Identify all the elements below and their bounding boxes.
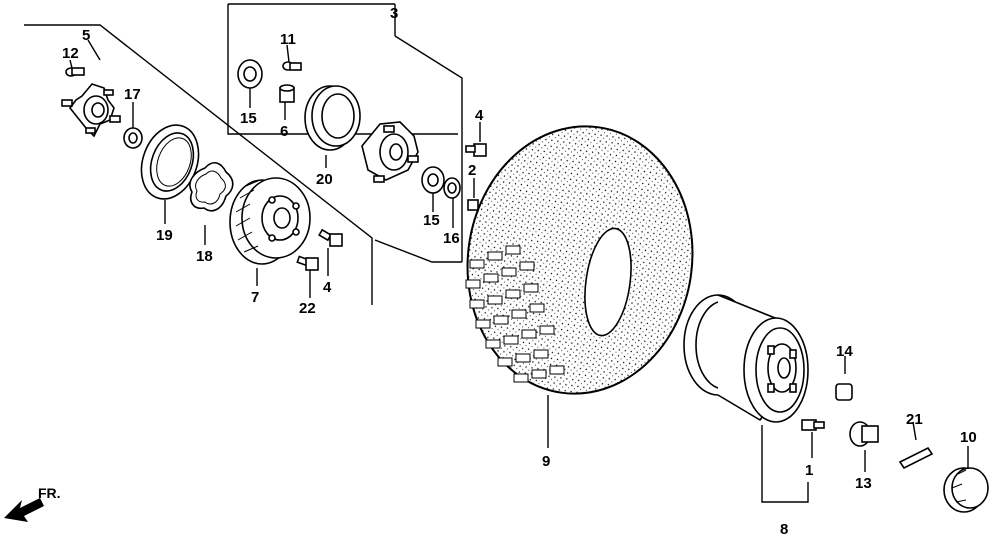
front-direction-arrow: FR. xyxy=(4,485,61,522)
callout-19: 19 xyxy=(156,227,173,244)
front-hub-5 xyxy=(61,83,121,138)
callout-6: 6 xyxy=(280,123,288,140)
callout-4-right: 4 xyxy=(475,107,484,124)
callout-4-left: 4 xyxy=(323,279,332,296)
direction-label: FR. xyxy=(38,485,61,501)
bearing-15-upper xyxy=(237,59,263,89)
spacer-6 xyxy=(279,84,295,103)
callout-14: 14 xyxy=(836,343,853,360)
callout-17: 17 xyxy=(124,86,141,103)
o-ring-18 xyxy=(189,161,234,212)
callout-20: 20 xyxy=(316,171,333,188)
leader-lines xyxy=(24,3,969,503)
callout-1: 1 xyxy=(805,462,813,479)
callout-11: 11 xyxy=(280,31,296,48)
callout-2: 2 xyxy=(468,162,476,179)
callout-13: 13 xyxy=(855,475,872,492)
bolt-4-right xyxy=(465,143,487,157)
cotter-pin-21 xyxy=(898,446,934,470)
callout-22: 22 xyxy=(299,300,316,317)
callout-18: 18 xyxy=(196,248,213,265)
callout-15-upper: 15 xyxy=(240,110,257,127)
wheel-rim-8 xyxy=(683,294,809,423)
brake-drum-7 xyxy=(229,177,311,265)
callout-21: 21 xyxy=(906,411,923,428)
callout-labels: 1 2 3 4 4 5 6 7 8 9 10 11 12 13 14 15 15… xyxy=(62,5,977,538)
bearing-17 xyxy=(123,127,143,149)
seal-19 xyxy=(140,124,200,200)
nut-2 xyxy=(467,199,479,211)
callout-16: 16 xyxy=(443,230,460,247)
callout-5: 5 xyxy=(82,27,90,44)
nut-14 xyxy=(835,383,853,401)
valve-1 xyxy=(801,419,825,431)
bolt-11 xyxy=(282,61,302,71)
tire-9 xyxy=(465,125,694,395)
hub-bolt-12 xyxy=(65,67,85,77)
cap-nut-10 xyxy=(943,467,989,513)
callout-9: 9 xyxy=(542,453,550,470)
seal-20 xyxy=(304,85,361,151)
bolt-4-left xyxy=(318,228,343,247)
collar-13 xyxy=(849,421,879,447)
tire-tread-blocks xyxy=(465,245,565,383)
callout-10: 10 xyxy=(960,429,977,446)
axle-hub-carrier xyxy=(361,121,419,183)
callout-12: 12 xyxy=(62,45,79,62)
callout-3: 3 xyxy=(390,5,398,22)
bearing-15-lower xyxy=(421,166,445,194)
callout-15-lower: 15 xyxy=(423,212,440,229)
callout-7: 7 xyxy=(251,289,259,306)
bolt-22 xyxy=(296,255,319,271)
callout-8: 8 xyxy=(780,521,788,538)
seal-16 xyxy=(443,177,461,199)
